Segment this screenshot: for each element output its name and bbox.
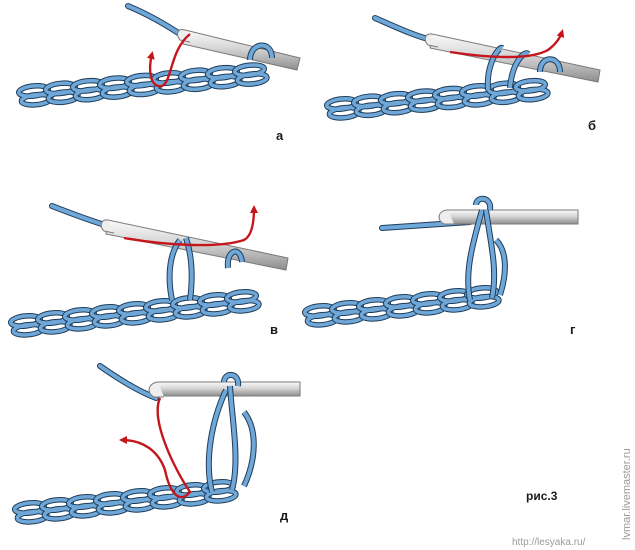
- chain-stitch: [227, 298, 261, 313]
- chain-stitch: [204, 488, 238, 503]
- yarn-chain: [11, 479, 239, 525]
- panel-label: а: [276, 128, 284, 143]
- yarn-chain: [323, 77, 551, 121]
- stitch-post: [166, 237, 245, 301]
- direction-arrow: [123, 205, 258, 247]
- panel-b: б: [323, 15, 601, 133]
- yarn-chain: [7, 289, 262, 338]
- direction-arrow: [146, 33, 191, 88]
- stitch-post: [465, 195, 508, 301]
- watermark-bottom: http://lesyaka.ru/: [512, 537, 586, 548]
- panel-label: б: [588, 118, 596, 133]
- stitch-post: [205, 372, 257, 493]
- watermark-side: lvmar.livemaster.ru: [621, 448, 633, 540]
- panel-label: г: [570, 322, 576, 337]
- panel-label: д: [280, 508, 289, 523]
- panel-d: г: [301, 195, 579, 337]
- direction-arrow: [119, 397, 192, 499]
- yarn-chain: [301, 285, 502, 328]
- chain-stitch: [235, 71, 269, 86]
- chain-stitch: [467, 294, 501, 309]
- figure-caption: рис.3: [526, 489, 558, 503]
- crochet-hook: [177, 29, 301, 71]
- panel-a: а: [15, 3, 301, 143]
- chain-stitch: [516, 87, 550, 102]
- direction-arrow: [449, 29, 565, 59]
- panel-c: в: [7, 203, 289, 338]
- yarn-chain: [15, 62, 270, 108]
- panel-label: в: [270, 322, 278, 337]
- panel-e: д: [11, 363, 301, 525]
- crochet-hook: [438, 209, 579, 225]
